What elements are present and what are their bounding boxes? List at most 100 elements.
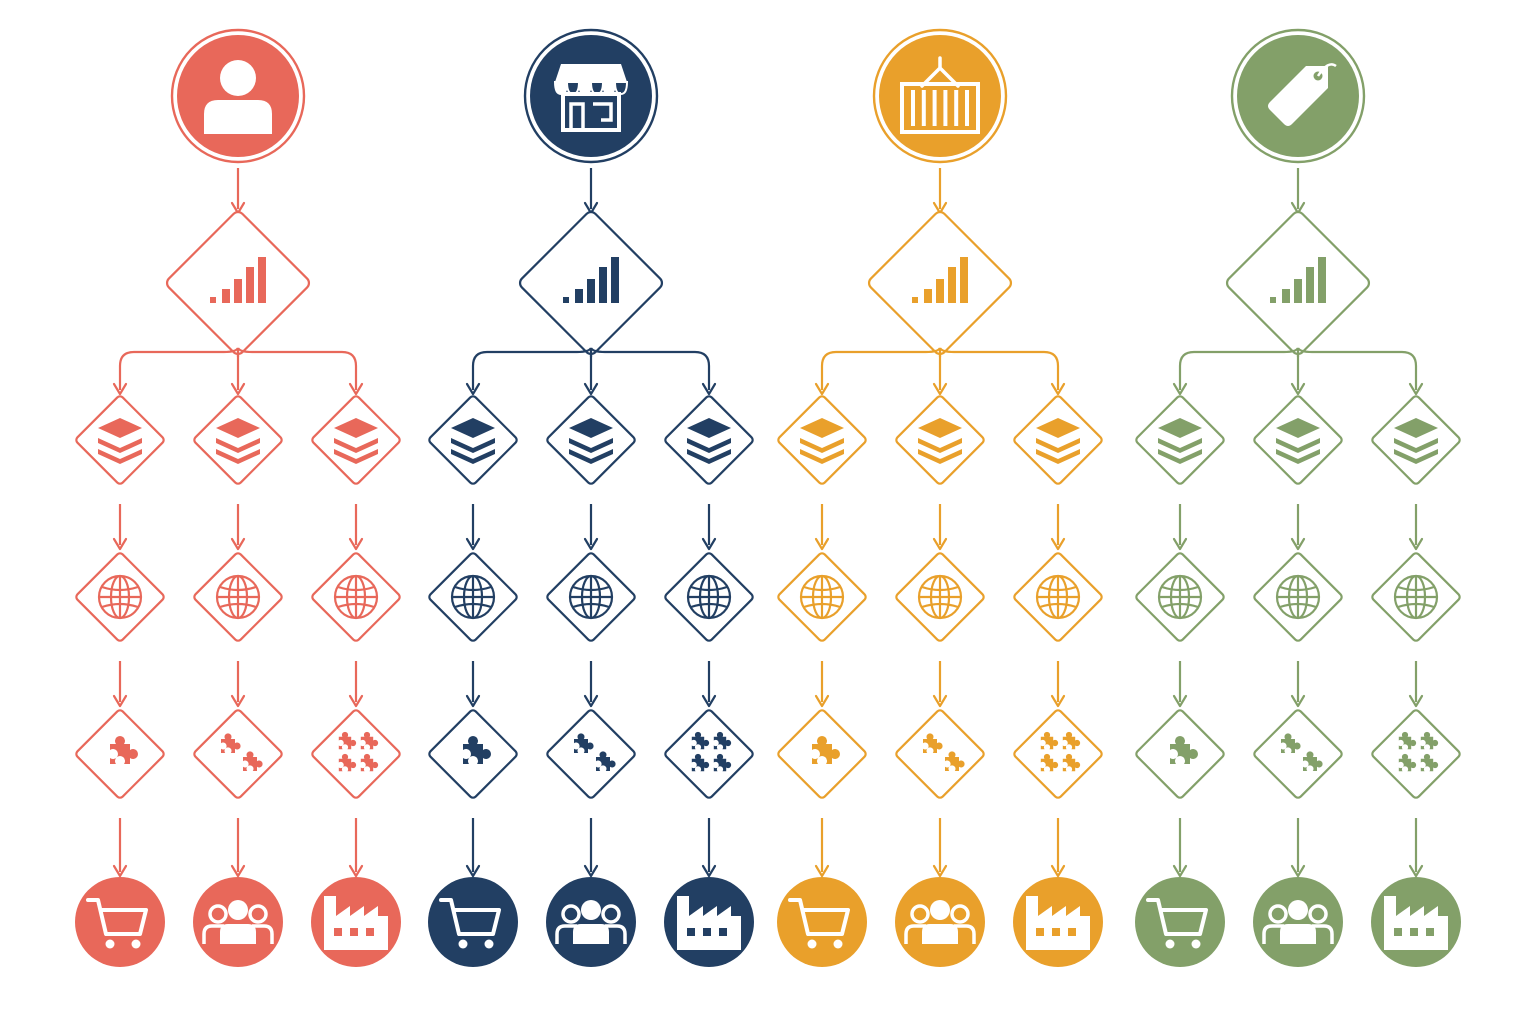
factory-icon	[677, 896, 741, 950]
layers-icon	[569, 418, 613, 464]
arrow	[701, 818, 717, 878]
factory-icon	[1026, 896, 1090, 950]
bar-chart-icon	[210, 257, 266, 303]
arrow	[465, 661, 481, 708]
arrow	[932, 168, 948, 215]
globe-icon	[799, 574, 845, 620]
globe-icon	[333, 574, 379, 620]
arrow	[1290, 818, 1306, 878]
shopping-cart-icon	[1146, 898, 1208, 949]
arrow	[1172, 661, 1188, 708]
outcome-node	[546, 877, 636, 967]
top-node	[1230, 28, 1366, 164]
arrow	[583, 661, 599, 708]
branch-connector	[112, 347, 364, 396]
flow-column-2	[428, 28, 754, 967]
arrow	[112, 661, 128, 708]
layers-node	[895, 395, 985, 485]
top-node	[170, 28, 306, 164]
layers-icon	[800, 418, 844, 464]
globe-icon	[450, 574, 496, 620]
arrow	[814, 504, 830, 551]
layers-node	[1135, 395, 1225, 485]
puzzle-node	[1371, 709, 1461, 799]
arrow	[814, 818, 830, 878]
outcome-node	[311, 877, 401, 967]
puzzle-node	[1013, 709, 1103, 799]
arrow	[932, 818, 948, 878]
layers-node	[1253, 395, 1343, 485]
layers-node	[546, 395, 636, 485]
arrow	[1408, 661, 1424, 708]
puzzle-grid-icon	[1398, 731, 1439, 772]
arrow	[1172, 818, 1188, 878]
outcome-node	[1253, 877, 1343, 967]
layers-node	[777, 395, 867, 485]
bar-chart-icon	[563, 257, 619, 303]
puzzle-node	[1253, 709, 1343, 799]
outcome-node	[428, 877, 518, 967]
single-puzzle-piece-icon	[110, 736, 138, 764]
outcome-node	[777, 877, 867, 967]
factory-icon	[1384, 896, 1448, 950]
globe-icon	[917, 574, 963, 620]
puzzle-node	[193, 709, 283, 799]
outcome-node	[193, 877, 283, 967]
top-node	[872, 28, 1008, 164]
single-puzzle-piece-icon	[812, 736, 840, 764]
layers-icon	[687, 418, 731, 464]
layers-icon	[1276, 418, 1320, 464]
arrow	[701, 661, 717, 708]
container-icon	[900, 56, 980, 134]
arrow	[348, 504, 364, 551]
layers-icon	[216, 418, 260, 464]
single-puzzle-piece-icon	[463, 736, 491, 764]
layers-node	[193, 395, 283, 485]
puzzle-node	[311, 709, 401, 799]
layers-icon	[334, 418, 378, 464]
outcome-node	[1135, 877, 1225, 967]
arrow	[230, 818, 246, 878]
globe-icon	[686, 574, 732, 620]
flow-column-1	[75, 28, 401, 967]
arrow	[583, 504, 599, 551]
two-puzzle-pieces-icon	[574, 733, 616, 771]
layers-icon	[98, 418, 142, 464]
layers-icon	[1158, 418, 1202, 464]
flow-column-3	[777, 28, 1103, 967]
arrow	[1408, 504, 1424, 551]
arrow	[583, 168, 599, 215]
layers-node	[311, 395, 401, 485]
arrow	[701, 504, 717, 551]
puzzle-node	[895, 709, 985, 799]
arrow	[814, 661, 830, 708]
arrow	[932, 504, 948, 551]
branch-connector	[465, 347, 717, 396]
globe-icon	[1393, 574, 1439, 620]
factory-icon	[324, 896, 388, 950]
arrow	[230, 504, 246, 551]
group-icon	[202, 900, 274, 944]
arrow	[112, 818, 128, 878]
layers-icon	[1036, 418, 1080, 464]
arrow	[1290, 168, 1306, 215]
globe-icon	[568, 574, 614, 620]
user-icon	[204, 60, 272, 134]
two-puzzle-pieces-icon	[923, 733, 965, 771]
outcome-node	[75, 877, 165, 967]
arrow	[348, 661, 364, 708]
arrow	[932, 661, 948, 708]
branch-connector	[1172, 347, 1424, 396]
arrow	[230, 168, 246, 215]
globe-icon	[215, 574, 261, 620]
puzzle-grid-icon	[1040, 731, 1081, 772]
single-puzzle-piece-icon	[1170, 736, 1198, 764]
outcome-node	[895, 877, 985, 967]
outcome-node	[1371, 877, 1461, 967]
bar-chart-icon	[1270, 257, 1326, 303]
layers-icon	[451, 418, 495, 464]
top-node	[523, 28, 659, 164]
arrow	[1290, 504, 1306, 551]
arrow	[112, 504, 128, 551]
